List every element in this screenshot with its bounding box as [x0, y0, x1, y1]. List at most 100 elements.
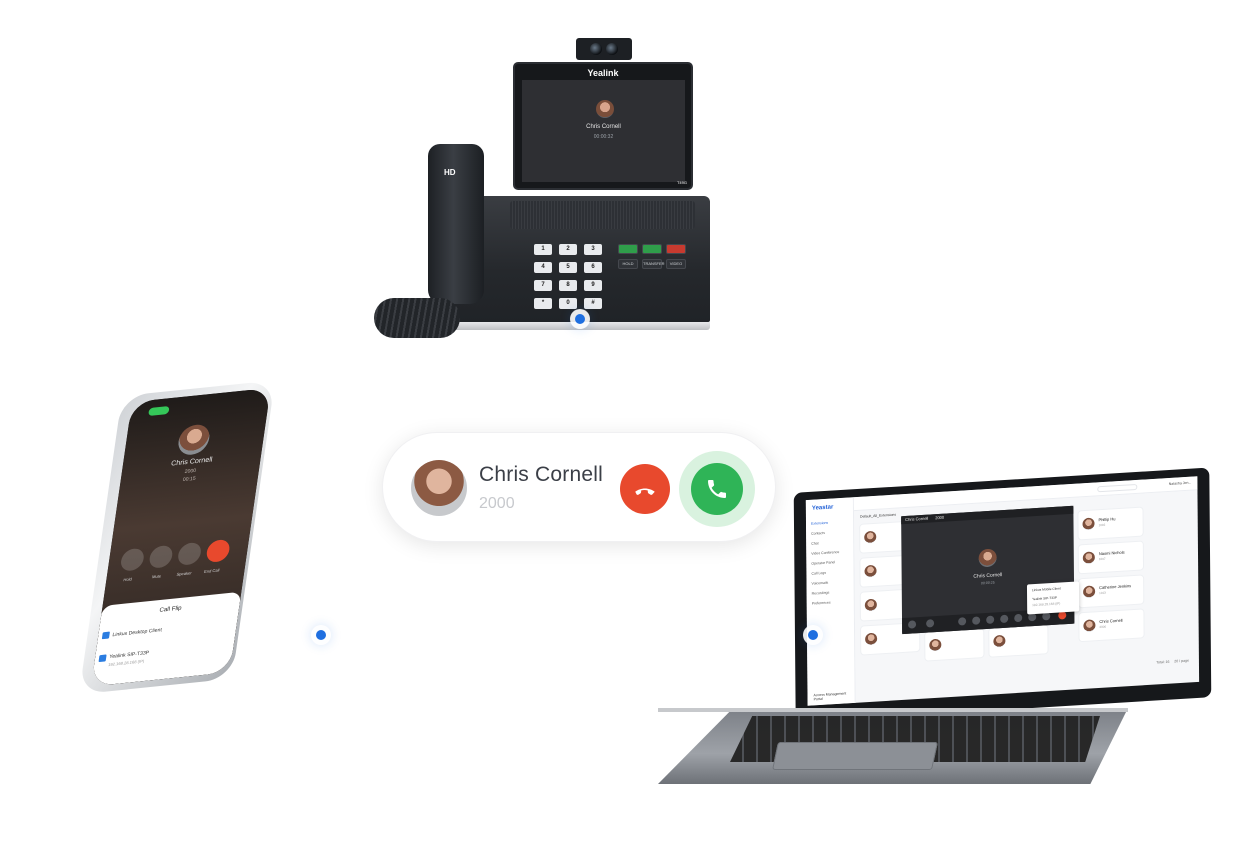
video-key[interactable]: VIDEO [666, 259, 686, 269]
flip-option-desktop[interactable]: Linkus Desktop Client [112, 627, 163, 639]
flip-option-deskphone[interactable]: Yealink SIP-T33P [1032, 595, 1058, 602]
keypad-key[interactable]: 3 [584, 244, 602, 255]
desk-phone-screen: Yealink Chris Cornell 00:00:32 T49G [513, 62, 693, 190]
mute-label: Mute [151, 573, 162, 580]
hold-button[interactable] [119, 547, 146, 572]
keypad-key[interactable]: 5 [559, 262, 577, 273]
model-label: T49G [676, 180, 687, 185]
hd-badge: HD [444, 168, 456, 177]
keypad-key[interactable]: 0 [559, 298, 577, 309]
function-key[interactable] [618, 244, 638, 254]
end-call-button[interactable] [205, 538, 231, 564]
caller-extension: 2000 [479, 495, 515, 512]
user-menu[interactable]: Natasha Jen... [1168, 480, 1192, 486]
tile-name: Naomi Nichols [1098, 549, 1125, 557]
add-participant-button[interactable] [926, 619, 935, 628]
active-call-window: Chris Cornell 2000 Chris Cornell 00:00:2… [901, 505, 1075, 635]
accept-button[interactable] [691, 463, 743, 515]
mobile-phone: Chris Cornell 2000 00:15 Hold Mute Speak… [78, 380, 337, 706]
screen-call-timer: 00:00:32 [593, 134, 614, 140]
laptop-screen-bezel: Yeastar Extensions Contacts Chat Video C… [793, 467, 1212, 723]
avatar [411, 460, 467, 516]
keypad-key[interactable]: 9 [584, 280, 602, 291]
handset[interactable]: HD [428, 144, 484, 304]
search-input[interactable] [1097, 483, 1138, 493]
sidebar-item-voicemails[interactable]: Voicemails [811, 580, 829, 586]
hold-key[interactable]: HOLD [618, 259, 638, 269]
extension-tile[interactable]: Phillip Hu 1002 [1078, 507, 1143, 540]
keypad-key[interactable]: 6 [584, 262, 602, 273]
record-button[interactable] [1014, 613, 1023, 623]
keypad-key[interactable]: * [534, 298, 552, 309]
call-header-ext: 2000 [935, 514, 945, 521]
avatar [978, 548, 997, 568]
sidebar-item-video-conference[interactable]: Video Conference [811, 550, 840, 556]
hold-label: Hold [123, 576, 133, 583]
incoming-call-card: Chris Cornell 2000 [382, 432, 776, 542]
sidebar-item-operator-panel[interactable]: Operator Panel [811, 560, 836, 566]
flip-option-mobile[interactable]: Linkus Mobile Client [1031, 586, 1061, 593]
extension-group-tab[interactable]: Default_All_Extensions [860, 512, 897, 519]
laptop: Yeastar Extensions Contacts Chat Video C… [650, 467, 1220, 790]
keypad: 1 2 3 4 5 6 7 8 9 * 0 # [534, 244, 602, 309]
call-flip-menu: Linkus Mobile Client Yealink SIP-T33P 19… [1026, 581, 1080, 615]
phone-hangup-icon [635, 488, 655, 495]
access-management-portal-link[interactable]: Access Management Portal [813, 691, 847, 702]
caller-name: Chris Cornell [479, 463, 603, 486]
sidebar-item-preferences[interactable]: Preferences [811, 600, 831, 606]
pager-size-select[interactable]: 20 / page [1174, 658, 1189, 664]
keypad-key[interactable]: 2 [559, 244, 577, 255]
app-logo: Yeastar [811, 504, 834, 512]
speaker-button[interactable] [176, 541, 203, 566]
extension-tile[interactable]: Naomi Nichols 1007 [1078, 541, 1144, 574]
camera-icon [576, 38, 632, 60]
sidebar-item-extensions[interactable]: Extensions [811, 520, 829, 526]
avatar [596, 100, 614, 118]
call-header-name: Chris Cornell [905, 515, 929, 523]
video-button[interactable] [958, 617, 967, 626]
connection-dot [316, 630, 326, 640]
function-keys: HOLD TRANSFER VIDEO [618, 244, 686, 269]
avatar [1083, 619, 1096, 633]
pager-total: Total: 16 [1156, 659, 1170, 665]
extension-tile[interactable] [925, 629, 984, 661]
function-key[interactable] [666, 244, 686, 254]
sidebar-item-call-logs[interactable]: Call Logs [811, 570, 827, 576]
sidebar-item-contacts[interactable]: Contacts [811, 530, 825, 536]
desk-phone-body: 1 2 3 4 5 6 7 8 9 * 0 # HOLD TRANSFER VI… [440, 196, 710, 322]
laptop-hinge [658, 708, 1128, 712]
decline-button[interactable] [620, 464, 670, 514]
sidebar-item-recordings[interactable]: Recordings [811, 590, 830, 596]
extension-tile[interactable] [989, 625, 1048, 657]
keypad-key[interactable]: 4 [534, 262, 552, 273]
transfer-key[interactable]: TRANSFER [642, 259, 665, 269]
mute-button[interactable] [972, 616, 981, 625]
avatar [864, 598, 877, 612]
new-call-button[interactable] [908, 620, 917, 629]
avatar [1082, 517, 1095, 531]
sidebar: Yeastar Extensions Contacts Chat Video C… [805, 497, 856, 706]
desktop-icon [101, 631, 110, 640]
keypad-key[interactable]: 1 [534, 244, 552, 255]
keypad-button[interactable] [1000, 614, 1009, 624]
sidebar-item-chat[interactable]: Chat [811, 541, 819, 546]
touchpad[interactable] [772, 742, 938, 770]
phone-icon [708, 480, 726, 498]
keypad-key[interactable]: 8 [559, 280, 577, 291]
mute-button[interactable] [148, 544, 174, 569]
avatar [865, 632, 878, 646]
tile-ext: 1002 [1098, 522, 1106, 528]
keypad-key[interactable]: 7 [534, 280, 552, 291]
tile-name: Chris Cornell [1099, 617, 1123, 625]
flip-option-deskphone-ip: 192.168.28.168 (IP) [1032, 601, 1061, 608]
extension-tile[interactable]: Chris Cornell 2000 [1079, 609, 1144, 642]
pagination: Total: 16 20 / page [1156, 659, 1189, 665]
keypad-key[interactable]: # [584, 298, 602, 309]
speaker-grille [510, 201, 695, 229]
extension-tile[interactable]: Catherine Jenkins 1013 [1079, 575, 1144, 608]
function-key[interactable] [642, 244, 662, 254]
linkus-desktop-app: Yeastar Extensions Contacts Chat Video C… [805, 476, 1200, 706]
call-flip-sheet: Call Flip Linkus Desktop Client Yealink … [90, 591, 242, 687]
hold-button[interactable] [986, 615, 995, 624]
coiled-cord [374, 298, 460, 338]
